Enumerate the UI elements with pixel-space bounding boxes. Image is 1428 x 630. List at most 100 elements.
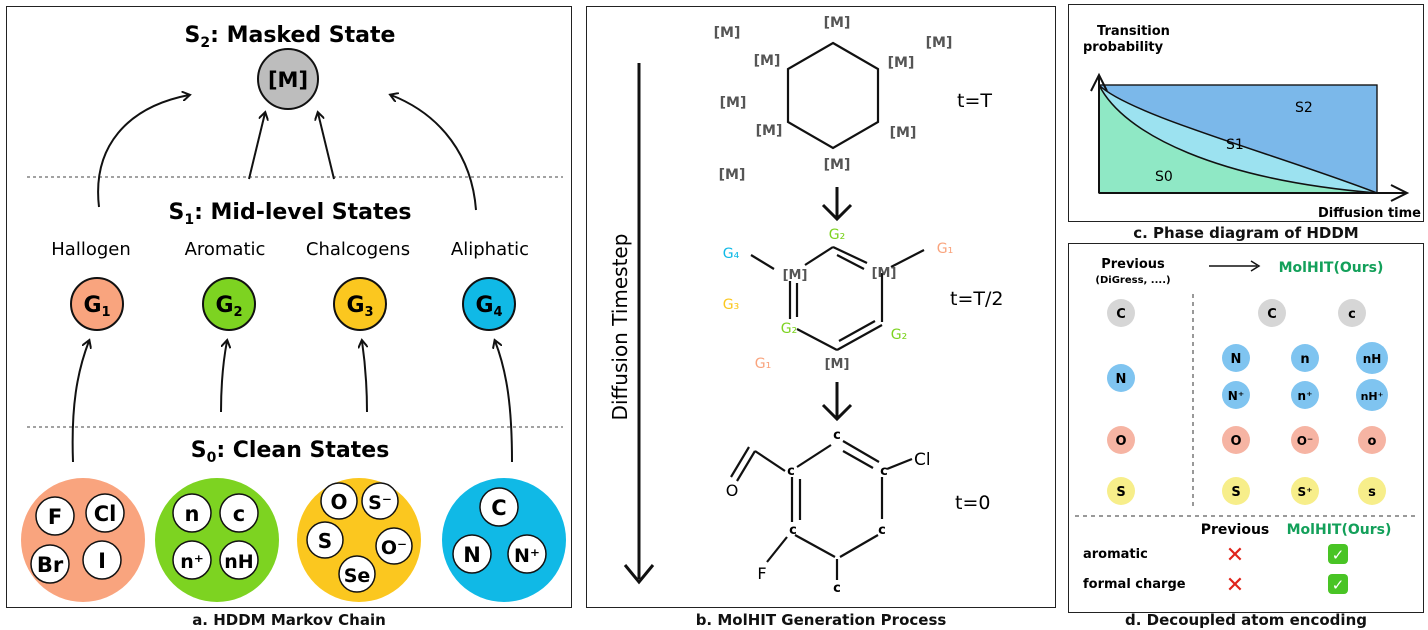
panel-phase-diagram: Transition probability Diffusion time S0… bbox=[1068, 4, 1424, 222]
boundary-s1-s2 bbox=[1098, 84, 1378, 194]
atom-f-label: F bbox=[757, 564, 766, 583]
atom-cl-label: Cl bbox=[914, 450, 931, 470]
arrow-g1-to-mask bbox=[97, 95, 189, 208]
ours-n-arom-plus: n⁺ bbox=[1298, 389, 1313, 403]
prev-title: Previous bbox=[1101, 257, 1165, 272]
prev-atom-s: S bbox=[1116, 485, 1125, 500]
x-label: Diffusion time bbox=[1318, 206, 1421, 221]
atom-o-minus: O⁻ bbox=[381, 537, 407, 559]
atom-encoding-diagram: Previous (DiGress, ....) MolHIT(Ours) C … bbox=[1075, 257, 1419, 598]
mask-t-top: [M] bbox=[824, 15, 851, 31]
atom-c-right: c bbox=[880, 464, 888, 479]
cluster-chalcogens: O S⁻ S O⁻ Se bbox=[297, 478, 421, 602]
atom-n-plus-upper: N⁺ bbox=[514, 545, 540, 567]
arrow-g4-to-mask bbox=[391, 95, 477, 211]
arrow-s0-to-g3 bbox=[362, 341, 368, 413]
atom-i: I bbox=[98, 549, 106, 573]
g4-left: G₄ bbox=[723, 246, 740, 262]
row-aromatic-ours-check: ✓ bbox=[1332, 546, 1345, 564]
group-node-g3-label: G3 bbox=[346, 293, 373, 320]
mask-t-3: [M] bbox=[754, 53, 781, 69]
cluster-aromatic: n c n⁺ nH bbox=[155, 478, 279, 602]
region-s0-label: S0 bbox=[1155, 169, 1173, 185]
ours-c-node bbox=[1258, 299, 1286, 327]
ours-s-plus: S⁺ bbox=[1298, 485, 1313, 499]
atom-n-plus: n⁺ bbox=[180, 551, 204, 573]
table-col-previous: Previous bbox=[1201, 522, 1270, 538]
g3-left: G₃ bbox=[723, 297, 739, 313]
ours-n: N bbox=[1231, 352, 1242, 367]
atom-c-bl: c bbox=[789, 523, 797, 538]
row-aromatic-prev-cross-icon: ✕ bbox=[1226, 543, 1244, 568]
prev-atom-s-node bbox=[1107, 477, 1135, 505]
mask-node bbox=[257, 48, 319, 110]
atom-se: Se bbox=[344, 565, 371, 587]
g2-right: G₂ bbox=[891, 327, 907, 343]
s0-title: S0: Clean States bbox=[191, 438, 390, 466]
mask-t-6: [M] bbox=[756, 123, 783, 139]
row-aromatic-label: aromatic bbox=[1083, 547, 1148, 562]
arrow-g2-to-mask bbox=[248, 113, 265, 180]
group-node-g2-label: G2 bbox=[215, 293, 242, 320]
ours-o-minus: O⁻ bbox=[1297, 434, 1314, 448]
prev-atom-n: N bbox=[1116, 372, 1127, 387]
atom-c-top: c bbox=[833, 428, 841, 443]
s1-title: S1: Mid-level States bbox=[168, 200, 411, 228]
mask-t-7: [M] bbox=[890, 125, 917, 141]
generation-diagram: Diffusion Timestep [M] [M] [M] [M] [M] [… bbox=[608, 15, 1003, 596]
group-node-g3 bbox=[333, 277, 387, 331]
mask-node-label: [M] bbox=[268, 68, 308, 92]
ours-c-arom: c bbox=[1348, 307, 1356, 322]
atom-c-left: c bbox=[787, 464, 795, 479]
atom-c-bottom: c bbox=[833, 581, 841, 596]
prev-subtitle: (DiGress, ....) bbox=[1095, 275, 1170, 286]
atom-s-minus: S⁻ bbox=[368, 492, 392, 514]
caption-a: a. HDDM Markov Chain bbox=[192, 611, 386, 629]
timestep-axis-label: Diffusion Timestep bbox=[608, 234, 632, 421]
row-charge-prev-cross-icon: ✕ bbox=[1226, 573, 1244, 598]
markov-chain-diagram: S2: Masked State [M] S1: Mid-level State… bbox=[21, 23, 566, 602]
ours-c: C bbox=[1267, 307, 1277, 322]
mask-h-1: [M] bbox=[783, 268, 808, 283]
atom-c: c bbox=[233, 502, 245, 526]
atom-c-br: c bbox=[878, 523, 886, 538]
atom-o-label: O bbox=[726, 481, 739, 500]
prev-atom-c-node bbox=[1107, 299, 1135, 327]
group-label-aliphatic: Aliphatic bbox=[451, 239, 529, 260]
row-charge-ours-check: ✓ bbox=[1332, 576, 1345, 594]
prev-atom-n-node bbox=[1107, 364, 1135, 392]
region-s2-label: S2 bbox=[1295, 100, 1313, 116]
mask-t-4: [M] bbox=[888, 55, 915, 71]
ours-nh: nH bbox=[1363, 352, 1382, 366]
region-s1-label: S1 bbox=[1226, 137, 1244, 153]
mask-h-2: [M] bbox=[872, 266, 897, 281]
cluster-halogen: F Cl Br I bbox=[21, 478, 145, 602]
prev-atom-o: O bbox=[1115, 434, 1126, 449]
g2-top: G₂ bbox=[829, 227, 845, 243]
mask-t-5: [M] bbox=[720, 95, 747, 111]
atom-s: S bbox=[318, 529, 332, 553]
mask-t-8: [M] bbox=[824, 157, 851, 173]
group-node-g4 bbox=[462, 277, 516, 331]
ours-s: S bbox=[1231, 485, 1240, 500]
caption-b: b. MolHIT Generation Process bbox=[695, 611, 947, 629]
ours-o: O bbox=[1230, 434, 1241, 449]
ours-title: MolHIT(Ours) bbox=[1279, 260, 1384, 276]
molecule-t-T2 bbox=[750, 246, 925, 351]
table-col-ours: MolHIT(Ours) bbox=[1287, 522, 1392, 538]
mask-t-1: [M] bbox=[714, 25, 741, 41]
s2-title: S2: Masked State bbox=[185, 23, 396, 51]
cluster-aliphatic: C N N⁺ bbox=[442, 478, 566, 602]
panel-generation-process: Diffusion Timestep [M] [M] [M] [M] [M] [… bbox=[586, 6, 1056, 608]
g2-left: G₂ bbox=[781, 321, 797, 337]
panel-hddm-markov-chain: S2: Masked State [M] S1: Mid-level State… bbox=[6, 6, 572, 608]
ours-o-arom: o bbox=[1368, 434, 1377, 449]
mask-h-3: [M] bbox=[825, 357, 850, 372]
atom-br: Br bbox=[37, 553, 64, 577]
ours-c-arom-node bbox=[1338, 299, 1366, 327]
group-label-halogen: Hallogen bbox=[51, 239, 131, 260]
step-arrow-1-head bbox=[821, 203, 853, 222]
molecule-t-T bbox=[786, 41, 880, 150]
ours-nh-plus: nH⁺ bbox=[1361, 390, 1384, 403]
region-s0 bbox=[1099, 85, 1377, 193]
